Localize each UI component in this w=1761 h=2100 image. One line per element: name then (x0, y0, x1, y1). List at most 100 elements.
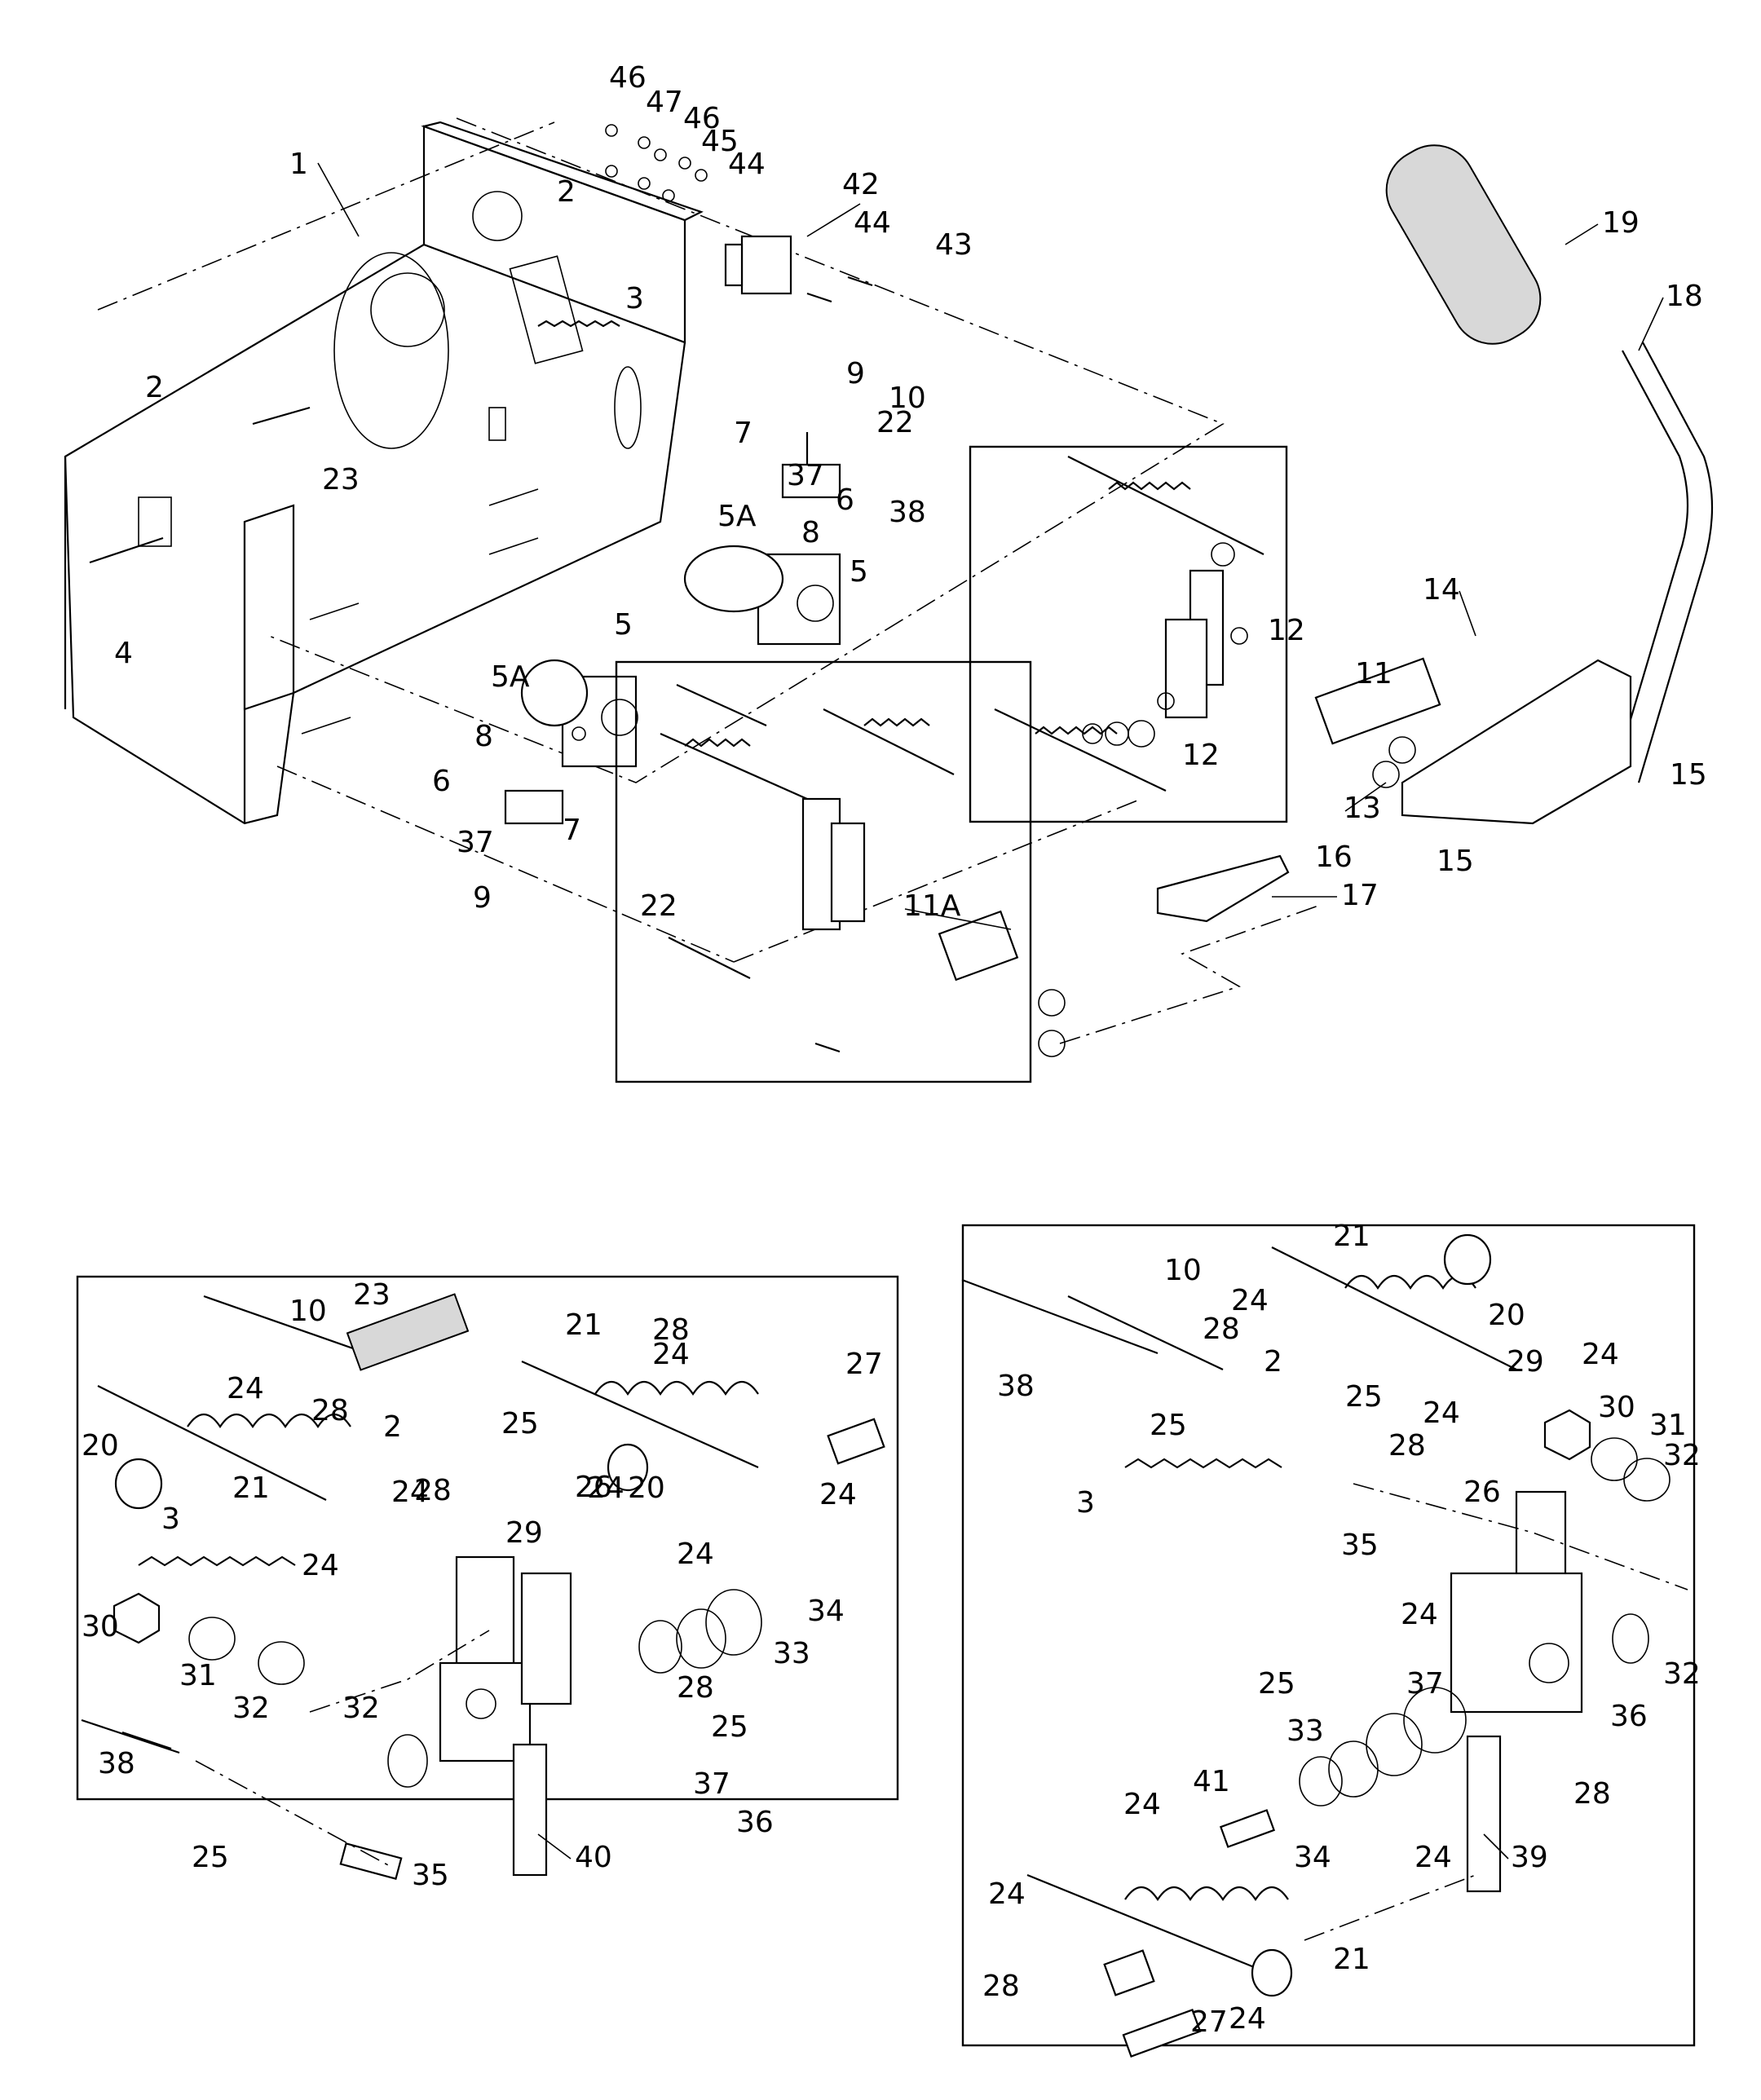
callout-label: 21 (1333, 1220, 1370, 1253)
callout-label: 28 (1203, 1312, 1240, 1346)
callout-label: 46 (683, 102, 721, 135)
handle-assembly (1038, 144, 1714, 1057)
callout-label: 2 (557, 175, 576, 209)
callout-label: 23 (322, 463, 360, 496)
callout-label: 15 (1437, 845, 1474, 878)
callouts-left-detail: 10 23 21 28 24 27 24 20 21 28 2 25 24 26… (82, 1278, 883, 1892)
callout-label: 28 (982, 1970, 1020, 2003)
callout-label: 20 (82, 1429, 119, 1462)
callout-label: 28 (1573, 1777, 1611, 1811)
callout-label: 5A (717, 500, 757, 533)
callout-label: 24 (1231, 1284, 1269, 1317)
callout-label: 24 (988, 1877, 1026, 1911)
callout-label: 44 (854, 206, 891, 240)
callout-label: 21 (565, 1308, 602, 1342)
leader-lines (317, 162, 1664, 1860)
callout-label: 24 (1401, 1598, 1438, 1631)
callout-label: 37 (457, 826, 494, 859)
callout-label: 34 (1294, 1841, 1331, 1874)
callout-label: 28 (311, 1394, 349, 1427)
callout-label: 18 (1666, 280, 1703, 313)
callout-label: 35 (1341, 1529, 1379, 1562)
callout-label: 44 (728, 148, 766, 181)
callout-label: 36 (1610, 1700, 1648, 1733)
hardware-42-47 (605, 124, 873, 303)
callouts-top: 46 47 46 45 44 42 44 43 1 2 3 2 23 4 9 1… (114, 61, 1707, 923)
callout-label: 30 (1598, 1391, 1635, 1424)
callout-label: 22 (876, 406, 914, 439)
callout-label: 5 (614, 608, 633, 642)
callout-label: 38 (889, 496, 926, 529)
callout-label: 24 (1582, 1338, 1619, 1371)
callout-label: 47 (646, 86, 683, 119)
callout-label: 7 (563, 814, 581, 847)
callout-label: 2 (383, 1410, 402, 1444)
callout-label: 32 (1663, 1439, 1701, 1472)
callout-label: 12 (1268, 614, 1305, 647)
callout-label: 29 (505, 1516, 543, 1550)
left-detail-parts (81, 1293, 885, 1880)
callout-label: 4 (114, 637, 133, 670)
callout-label: 25 (711, 1710, 748, 1744)
callouts-right-detail: 21 20 10 24 24 28 38 2 29 25 24 28 30 31… (982, 1220, 1701, 2039)
callout-label: 37 (787, 459, 824, 492)
callout-label: 11 (1355, 657, 1392, 690)
callout-label: 30 (82, 1610, 119, 1643)
callout-label: 12 (1182, 739, 1220, 772)
callout-label: 43 (935, 228, 973, 262)
callout-label: 32 (1663, 1657, 1701, 1691)
callout-label: 10 (289, 1295, 327, 1328)
callout-label: 24 (1415, 1841, 1452, 1874)
callout-label: 20 (628, 1471, 665, 1505)
right-detail-box (961, 1224, 1696, 2047)
callout-label: 34 (807, 1595, 845, 1628)
right-detail-parts (961, 1233, 1688, 2058)
pump-assembly-right (683, 432, 841, 646)
callout-label: 16 (1315, 840, 1353, 874)
callout-label: 9 (846, 357, 865, 390)
callout-label: 8 (474, 720, 493, 753)
callout-label: 24 (227, 1372, 264, 1405)
callout-label: 24 (391, 1476, 429, 1509)
callout-label: 8 (801, 516, 820, 549)
callout-label: 45 (701, 125, 739, 158)
callout-label: 3 (1076, 1486, 1095, 1520)
callout-label: 38 (98, 1747, 135, 1780)
frame-assembly (64, 117, 1225, 963)
callout-label: 41 (1193, 1765, 1230, 1798)
callout-label: 3 (625, 282, 644, 315)
callout-label: 36 (736, 1806, 774, 1839)
callout-label: 26 (1463, 1476, 1501, 1509)
callout-label: 20 (1488, 1299, 1525, 1332)
callout-label: 29 (1507, 1345, 1544, 1379)
callout-label: 24 (1423, 1396, 1460, 1430)
callout-label: 10 (889, 382, 926, 415)
callout-label: 24 (677, 1538, 714, 1571)
callout-label: 14 (1423, 573, 1460, 607)
callout-label: 2 (1264, 1345, 1282, 1379)
callout-label: 33 (773, 1637, 810, 1670)
callout-label: 25 (1150, 1409, 1187, 1442)
callout-label: 31 (1649, 1409, 1687, 1442)
right-subassembly-box (969, 445, 1288, 823)
callout-label: 3 (161, 1502, 180, 1536)
callout-label: 28 (677, 1671, 714, 1705)
callout-label: 28 (1388, 1429, 1426, 1462)
callout-label: 35 (412, 1859, 449, 1892)
callout-label: 24 (587, 1471, 625, 1505)
callout-label: 24 (819, 1478, 857, 1511)
callout-label: 32 (232, 1692, 270, 1725)
callout-label: 46 (609, 61, 647, 95)
callout-label: 24 (652, 1338, 690, 1371)
callout-label: 23 (353, 1278, 391, 1312)
callout-label: 26 (575, 1471, 612, 1504)
callout-label: 5A (491, 660, 530, 694)
callout-label: 39 (1511, 1841, 1548, 1874)
callout-label: 25 (192, 1841, 229, 1874)
callout-label: 22 (640, 889, 677, 923)
callout-label: 7 (734, 417, 753, 450)
callout-label: 37 (693, 1767, 730, 1801)
callout-label: 32 (342, 1692, 380, 1725)
callout-label: 27 (845, 1348, 883, 1381)
